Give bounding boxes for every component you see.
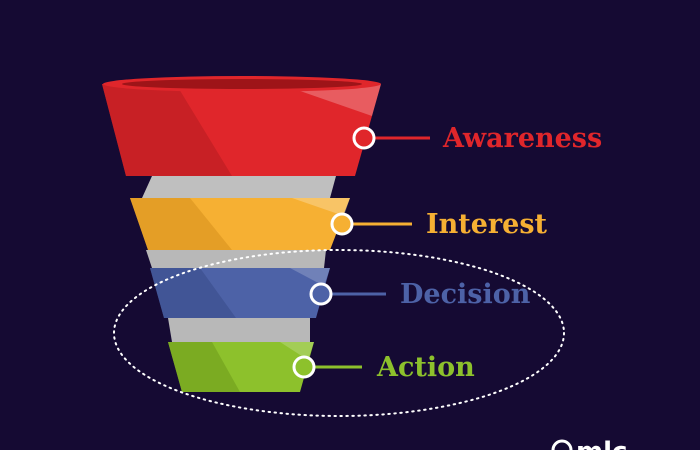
highlight-ellipse <box>113 249 565 417</box>
funnel-connectors <box>142 176 336 342</box>
connector-3 <box>168 318 310 342</box>
brand-logo-icon <box>551 439 573 450</box>
tier-awareness-shade <box>102 84 232 176</box>
marker-interest <box>330 212 354 236</box>
tier-decision-gloss <box>290 268 330 286</box>
tier-awareness <box>102 76 381 176</box>
label-action: Action <box>376 352 475 383</box>
tier-action-gloss <box>280 342 314 360</box>
tier-decision <box>150 268 330 318</box>
tier-awareness-opening <box>122 79 362 89</box>
tier-decision-shade <box>150 268 236 318</box>
connector-1 <box>142 176 336 198</box>
leader-interest <box>330 212 412 236</box>
tier-awareness-gloss <box>280 84 381 116</box>
tier-interest-gloss <box>292 198 350 216</box>
marker-decision <box>309 282 333 306</box>
label-decision: Decision <box>400 279 531 310</box>
marker-awareness <box>352 126 376 150</box>
tier-interest <box>130 198 350 250</box>
leader-action <box>292 355 362 379</box>
leader-awareness <box>352 126 430 150</box>
tier-interest-shade <box>130 198 232 250</box>
brand-text: mlc <box>576 437 627 450</box>
label-awareness: Awareness <box>442 123 602 154</box>
marker-action <box>292 355 316 379</box>
label-interest: Interest <box>426 209 548 240</box>
tier-action <box>168 342 314 392</box>
tier-action-shade <box>168 342 240 392</box>
leader-decision <box>309 282 386 306</box>
brand-logo: mlc <box>551 437 627 450</box>
